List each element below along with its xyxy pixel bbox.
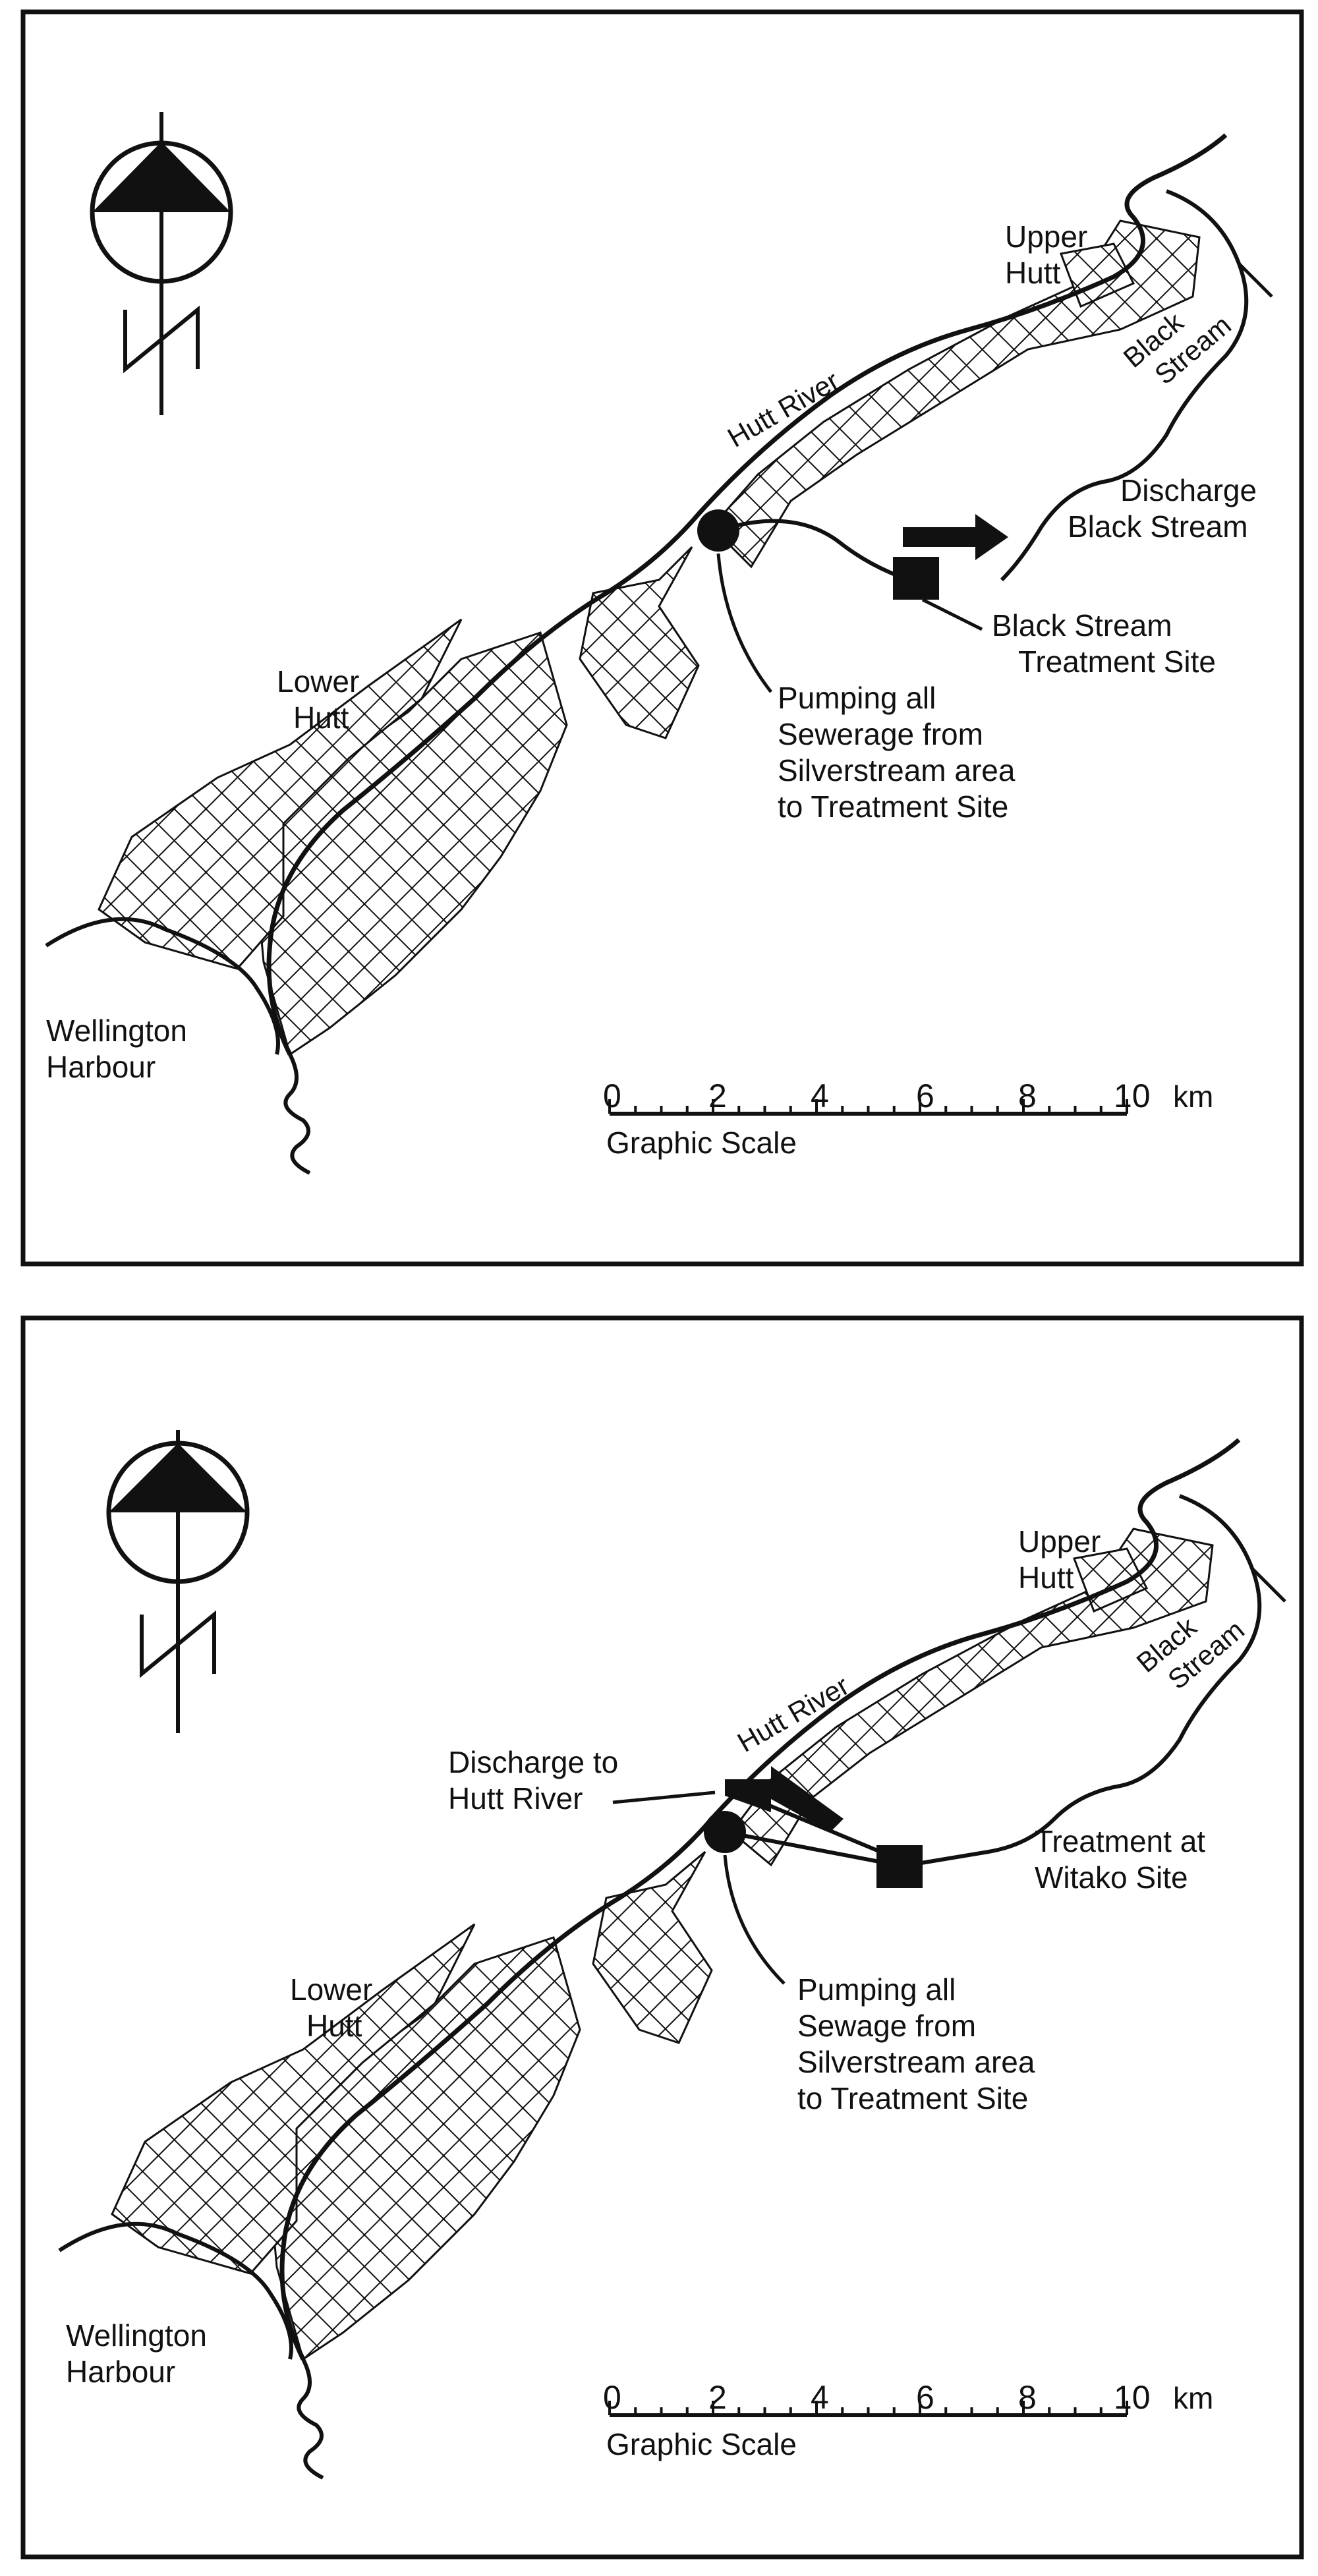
svg-text:Silverstream area: Silverstream area <box>797 2045 1035 2079</box>
svg-text:Graphic Scale: Graphic Scale <box>606 1126 797 1160</box>
treatment-site-icon <box>893 557 939 600</box>
pumping-station-icon <box>704 1811 746 1853</box>
svg-text:Lower: Lower <box>277 664 359 699</box>
svg-text:Wellington: Wellington <box>46 1014 187 1048</box>
panel-frame <box>20 9 1304 1267</box>
harbour-label: Wellington Harbour <box>66 2318 207 2389</box>
pumping-label: Pumping all Sewage from Silverstream are… <box>797 1972 1035 2115</box>
lower-hutt-label: Lower Hutt <box>277 664 359 735</box>
svg-text:Silverstream area: Silverstream area <box>778 753 1016 787</box>
svg-text:Discharge: Discharge <box>1120 473 1257 507</box>
svg-text:Hutt River: Hutt River <box>448 1781 583 1816</box>
svg-text:km: km <box>1173 1079 1213 1114</box>
svg-text:2: 2 <box>708 2379 727 2416</box>
svg-text:Lower: Lower <box>290 1972 372 2007</box>
urban-area-upper <box>710 219 1201 569</box>
treatment-site-icon <box>876 1845 923 1888</box>
svg-text:10: 10 <box>1114 2379 1151 2416</box>
graphic-scale: 0 2 4 6 8 10 km Graphic Scale <box>603 2379 1213 2461</box>
urban-area-middle <box>592 1850 713 2044</box>
svg-text:Wellington: Wellington <box>66 2318 207 2353</box>
upper-hutt-label: Upper Hutt <box>1005 219 1087 290</box>
svg-text:8: 8 <box>1018 2379 1037 2416</box>
svg-text:Harbour: Harbour <box>46 1050 156 1084</box>
svg-text:to Treatment Site: to Treatment Site <box>797 2081 1028 2115</box>
svg-text:0: 0 <box>603 1077 621 1114</box>
north-arrow-icon <box>90 112 233 415</box>
svg-text:Harbour: Harbour <box>66 2355 175 2389</box>
svg-text:4: 4 <box>811 2379 829 2416</box>
pumping-pipe <box>718 519 910 582</box>
upper-hutt-label: Upper Hutt <box>1018 1524 1101 1595</box>
black-stream <box>909 1494 1262 1867</box>
harbour-label: Wellington Harbour <box>46 1014 187 1084</box>
svg-text:Sewerage from: Sewerage from <box>778 717 983 751</box>
urban-area-upper <box>730 1528 1214 1867</box>
treatment-site-label: Treatment at Witako Site <box>1035 1824 1205 1895</box>
lower-hutt-label: Lower Hutt <box>290 1972 372 2043</box>
map-panel-2: Upper Hutt Hutt River Black Stream Disch… <box>20 1315 1304 2560</box>
svg-text:to Treatment Site: to Treatment Site <box>778 789 1008 824</box>
discharge-label: Discharge Black Stream <box>1068 473 1257 544</box>
svg-text:Upper: Upper <box>1018 1524 1101 1559</box>
svg-text:Discharge to: Discharge to <box>448 1745 618 1779</box>
svg-text:Black Stream: Black Stream <box>992 608 1172 643</box>
river-mouth-outlet <box>283 1053 311 1175</box>
svg-text:0: 0 <box>603 2379 621 2416</box>
urban-area-lower-hutt <box>111 1923 476 2275</box>
harbour-coastline <box>45 917 280 1055</box>
svg-text:Treatment Site: Treatment Site <box>1018 644 1216 679</box>
treatment-site-label: Black Stream Treatment Site <box>992 608 1216 679</box>
svg-text:Hutt: Hutt <box>306 2009 362 2043</box>
svg-text:10: 10 <box>1114 1077 1151 1114</box>
svg-text:Graphic Scale: Graphic Scale <box>606 2427 797 2461</box>
svg-text:km: km <box>1173 2381 1213 2415</box>
map-panel-1: Upper Hutt Hutt River Black Stream Disch… <box>20 9 1304 1267</box>
urban-area-middle <box>579 546 700 739</box>
svg-text:8: 8 <box>1018 1077 1037 1114</box>
black-stream <box>1000 189 1249 582</box>
svg-text:Treatment at: Treatment at <box>1035 1824 1205 1858</box>
svg-text:4: 4 <box>811 1077 829 1114</box>
svg-text:2: 2 <box>708 1077 727 1114</box>
graphic-scale: 0 2 4 6 8 10 km Graphic Scale <box>603 1077 1213 1160</box>
svg-text:Black Stream: Black Stream <box>1068 509 1248 544</box>
river-mouth-outlet <box>297 2358 324 2480</box>
svg-text:Hutt: Hutt <box>293 701 349 735</box>
hutt-river <box>266 133 1228 1056</box>
discharge-label: Discharge to Hutt River <box>448 1745 618 1816</box>
svg-text:Upper: Upper <box>1005 219 1087 254</box>
svg-text:Hutt: Hutt <box>1018 1560 1074 1595</box>
svg-text:Pumping all: Pumping all <box>797 1972 956 2007</box>
harbour-coastline <box>58 2221 293 2360</box>
panel-frame <box>20 1315 1304 2560</box>
svg-text:Sewage from: Sewage from <box>797 2009 976 2043</box>
hutt-river <box>279 1438 1241 2361</box>
svg-text:Hutt: Hutt <box>1005 256 1061 290</box>
svg-text:Witako Site: Witako Site <box>1035 1860 1188 1895</box>
pumping-station-icon <box>697 509 739 552</box>
svg-text:Pumping all: Pumping all <box>778 681 936 715</box>
discharge-arrow-icon <box>903 514 1008 560</box>
pumping-pipe <box>724 1830 897 1867</box>
discharge-arrow-icon <box>725 1766 844 1832</box>
urban-area-lower-hutt <box>98 618 463 970</box>
north-arrow-icon <box>106 1430 250 1733</box>
pumping-label: Pumping all Sewerage from Silverstream a… <box>778 681 1016 824</box>
